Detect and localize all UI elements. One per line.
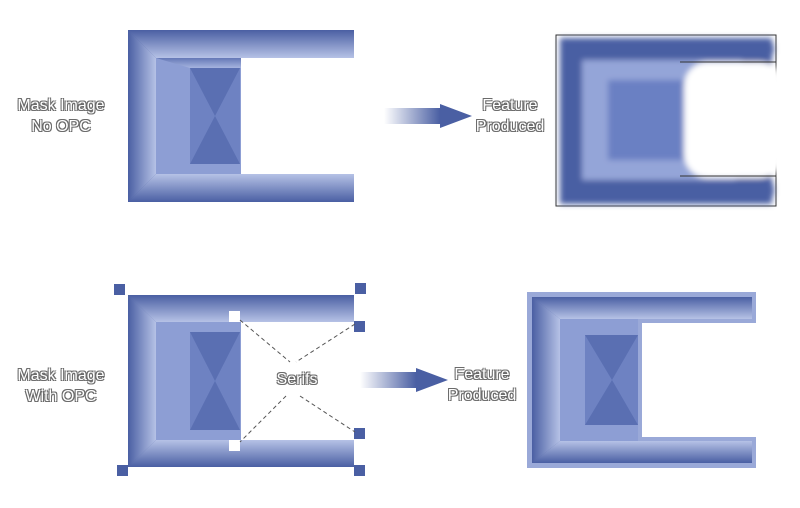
result-label-line2: Produced (447, 387, 517, 404)
result-label-line1: Feature (454, 366, 510, 383)
mask-label-line2: With OPC (25, 388, 97, 405)
result-label-line2: Produced (475, 118, 545, 135)
result-label-line1: Feature (482, 97, 538, 114)
mask-shape-no-opc (128, 30, 356, 202)
arrow-right-icon (360, 368, 448, 392)
mask-label-no-opc: Mask Image No OPC (6, 95, 116, 137)
mask-label-line1: Mask Image (17, 97, 105, 114)
serif-label-text: Serifs (276, 371, 318, 388)
serif-label: Serifs (262, 369, 332, 390)
feature-produced-with-opc (527, 292, 756, 468)
serif-leader-lines (239, 319, 356, 443)
serif-markers (114, 283, 366, 476)
mask-label-line2: No OPC (31, 118, 91, 135)
arrow-right-icon (384, 104, 472, 128)
feature-produced-no-opc (555, 34, 784, 207)
result-label-top: Feature Produced (460, 95, 560, 137)
result-label-bottom: Feature Produced (432, 364, 532, 406)
mask-label-with-opc: Mask Image With OPC (6, 365, 116, 407)
mask-shape-with-opc (128, 295, 356, 467)
mask-label-line1: Mask Image (17, 367, 105, 384)
